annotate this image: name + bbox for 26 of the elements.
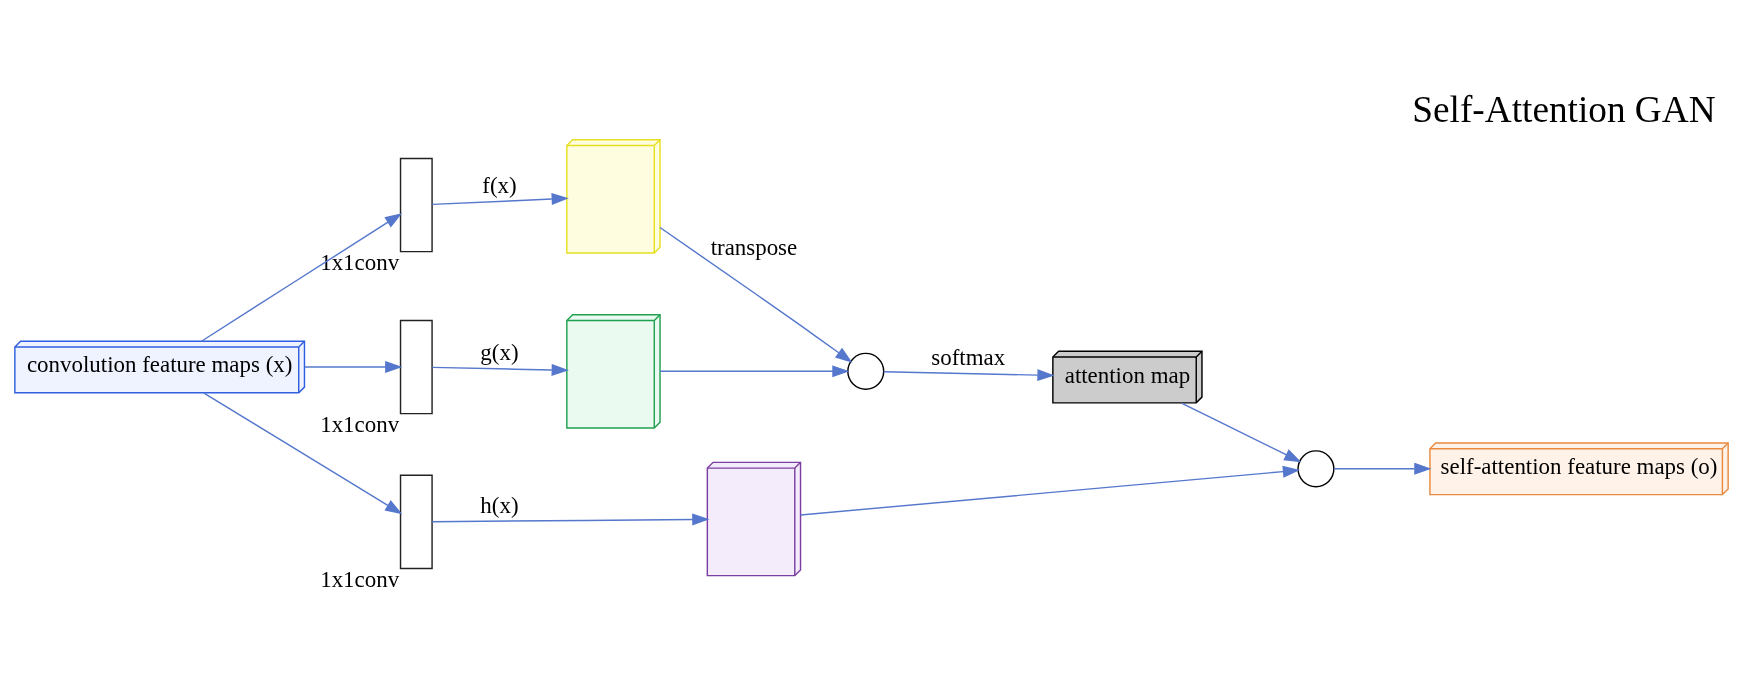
edge-label: softmax: [931, 345, 1006, 371]
node-label: 1x1conv: [320, 566, 400, 592]
arrow: [883, 369, 1055, 382]
arrow: [303, 361, 403, 374]
arrow: [799, 465, 1301, 516]
node-circle: [1297, 450, 1335, 488]
arrow: [1333, 462, 1432, 475]
node-box: [399, 319, 433, 415]
arrow: [201, 213, 403, 342]
node-label: 1x1conv: [320, 411, 400, 437]
node-circle: [847, 352, 885, 390]
arrow: [659, 365, 850, 378]
diagram-title: Self-Attention GAN: [1412, 89, 1716, 131]
node-box: [399, 474, 433, 570]
arrow: [431, 193, 569, 206]
arrow: [202, 392, 403, 515]
edge-label: g(x): [480, 339, 519, 365]
edge-label: h(x): [480, 492, 519, 518]
node-label: 1x1conv: [320, 249, 400, 275]
node-box: [399, 157, 433, 253]
arrow: [431, 363, 569, 376]
edge-label: transpose: [710, 234, 798, 260]
arrow: [431, 513, 710, 526]
edge-label: f(x): [482, 173, 517, 199]
arrow: [659, 226, 853, 363]
arrow: [1180, 402, 1302, 463]
